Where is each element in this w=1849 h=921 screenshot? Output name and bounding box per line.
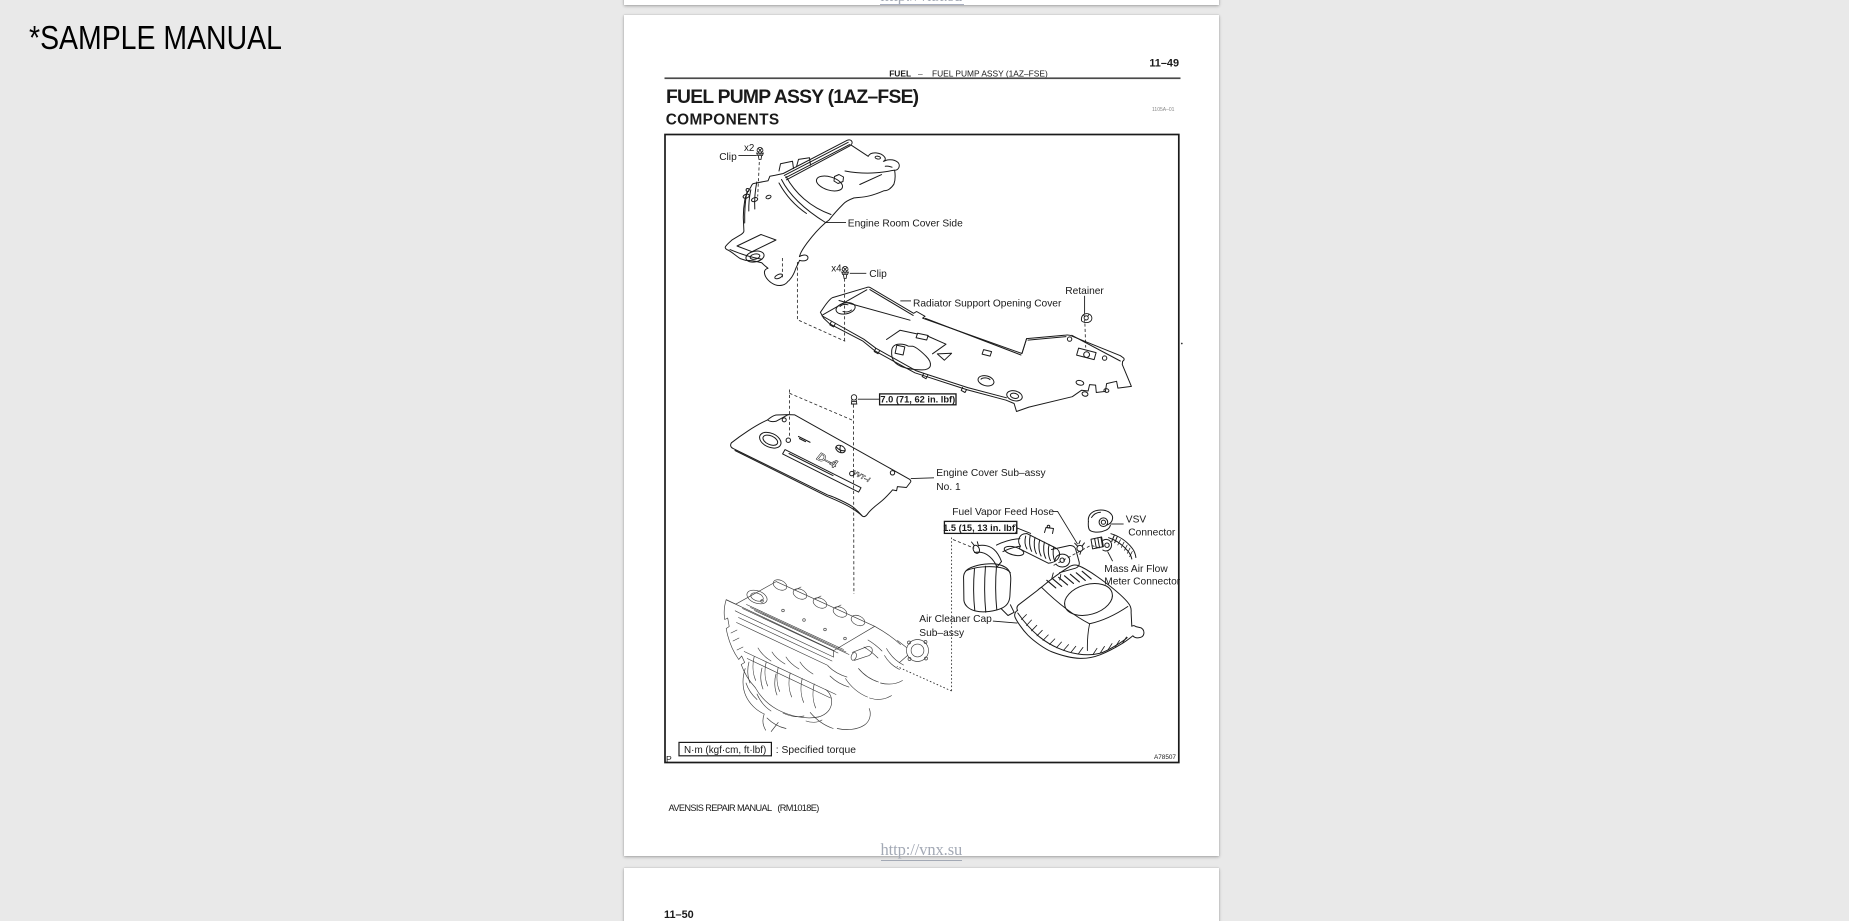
- svg-text:A78507: A78507: [1154, 754, 1176, 761]
- svg-text:Retainer: Retainer: [1065, 286, 1104, 297]
- svg-text:Engine Cover Sub–assy: Engine Cover Sub–assy: [936, 468, 1046, 479]
- svg-text:No. 1: No. 1: [936, 482, 961, 493]
- svg-text:–: –: [918, 68, 923, 78]
- svg-text:Engine Room Cover Side: Engine Room Cover Side: [848, 218, 963, 229]
- svg-text:Fuel Vapor Feed Hose: Fuel Vapor Feed Hose: [952, 507, 1054, 518]
- svg-text:11–49: 11–49: [1149, 57, 1179, 69]
- svg-text:x2: x2: [744, 143, 754, 154]
- svg-text:1105A–01: 1105A–01: [1152, 107, 1175, 113]
- svg-text:VVT–i: VVT–i: [851, 470, 871, 485]
- svg-text:x4: x4: [831, 263, 842, 274]
- svg-text:: Specified torque: : Specified torque: [776, 745, 856, 756]
- svg-text:AVENSIS REPAIR MANUAL (RM101: AVENSIS REPAIR MANUAL (RM1018E): [669, 803, 820, 813]
- svg-text:N·m (kgf·cm, ft·lbf): N·m (kgf·cm, ft·lbf): [684, 745, 766, 756]
- svg-text:Clip: Clip: [869, 269, 887, 280]
- svg-text:FUEL PUMP ASSY (1AZ–FSE): FUEL PUMP ASSY (1AZ–FSE): [932, 68, 1048, 78]
- svg-text:COMPONENTS: COMPONENTS: [666, 112, 780, 129]
- svg-text:Mass Air Flow: Mass Air Flow: [1104, 564, 1168, 575]
- svg-text:VSV: VSV: [1126, 515, 1147, 526]
- svg-text:Meter Connector: Meter Connector: [1104, 576, 1180, 587]
- svg-text:Clip: Clip: [719, 152, 737, 163]
- svg-text:Radiator Support Opening Cover: Radiator Support Opening Cover: [913, 298, 1062, 309]
- svg-text:1.5 (15, 13 in. lbf): 1.5 (15, 13 in. lbf): [943, 523, 1018, 533]
- svg-text:P: P: [666, 754, 672, 764]
- svg-text:FUEL: FUEL: [889, 68, 911, 78]
- svg-text:Connector: Connector: [1128, 527, 1176, 538]
- svg-text:7.0 (71, 62 in. lbf): 7.0 (71, 62 in. lbf): [880, 395, 955, 405]
- svg-text:Air Cleaner Cap: Air Cleaner Cap: [919, 614, 992, 625]
- svg-text:FUEL PUMP ASSY (1AZ–FSE): FUEL PUMP ASSY (1AZ–FSE): [666, 87, 919, 108]
- svg-text:Sub–assy: Sub–assy: [919, 628, 965, 639]
